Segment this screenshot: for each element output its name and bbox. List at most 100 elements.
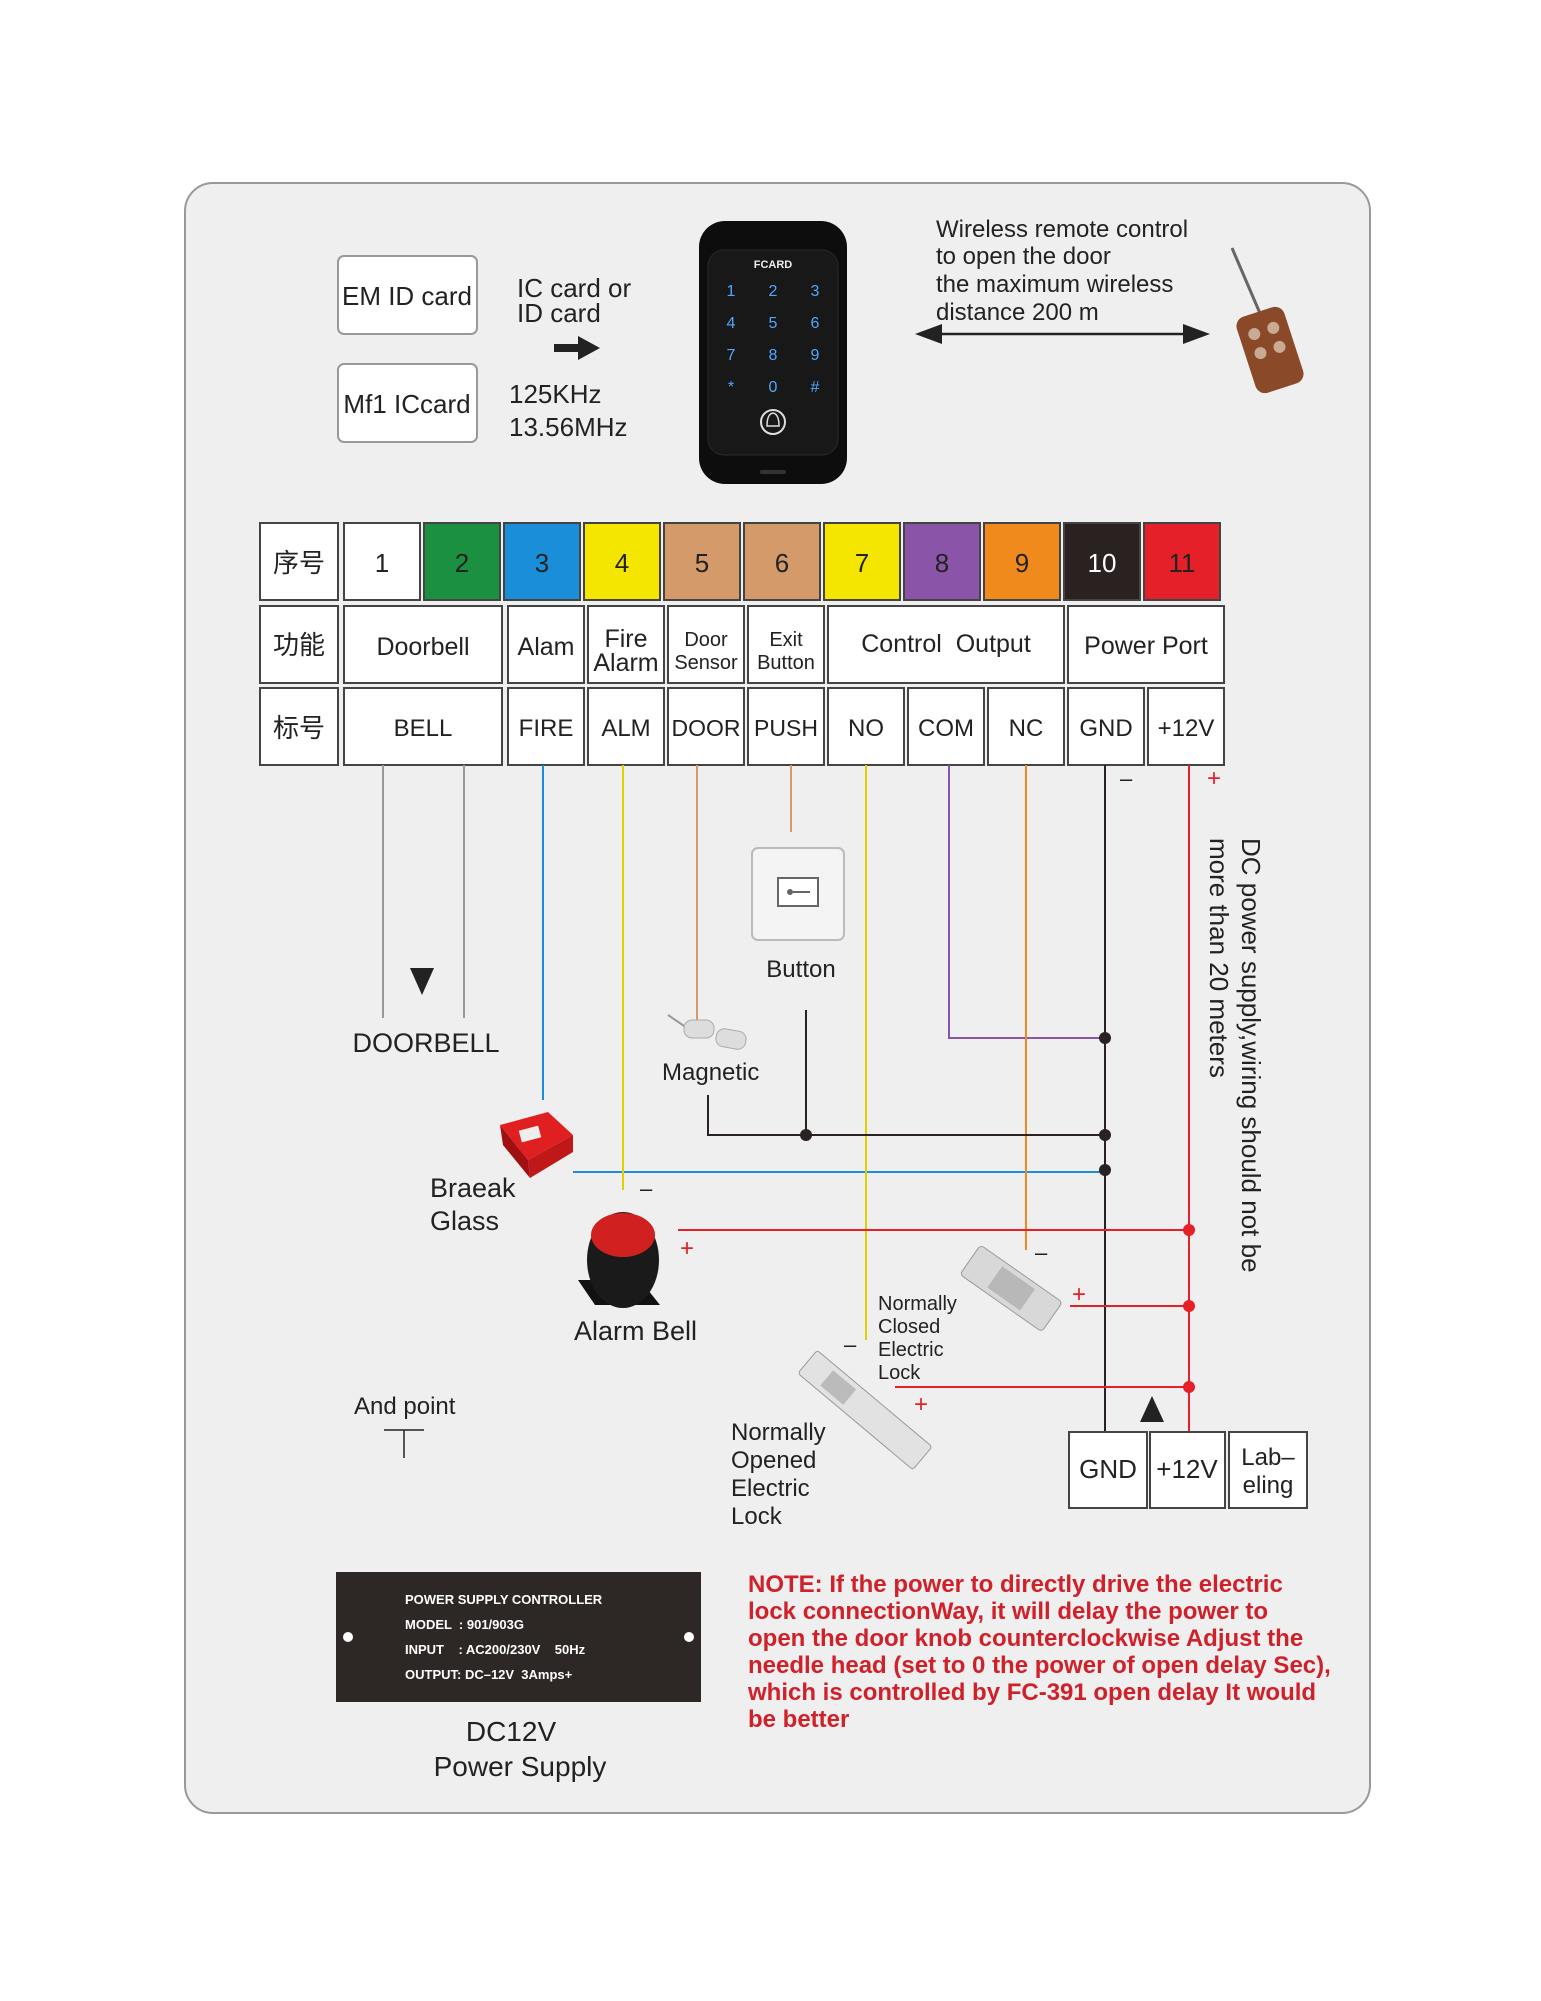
- number-cell-label: 9: [1015, 548, 1029, 578]
- number-cell-label: 10: [1088, 548, 1117, 578]
- row-header-number: 序号: [273, 549, 325, 579]
- alarm-bell-label: Alarm Bell: [574, 1316, 697, 1346]
- nc-lock-label-1: Normally: [878, 1293, 957, 1315]
- number-cell: [983, 522, 1061, 601]
- alarm-plus-sign: +: [680, 1235, 694, 1262]
- note-block: NOTE: If the power to directly drive the…: [747, 1571, 1331, 1733]
- number-cell-label: 4: [615, 548, 629, 578]
- no-lock-label-2: Opened: [731, 1447, 816, 1474]
- and-point-label: And point: [354, 1393, 456, 1420]
- v12-plus-sign: +: [1207, 765, 1221, 792]
- function-control-output: Control Output: [861, 630, 1031, 658]
- psu-plate-line-2: MODEL : 901/903G: [405, 1617, 524, 1632]
- keypad-key: 6: [811, 315, 820, 332]
- row-header-function: 功能: [273, 631, 325, 661]
- nc-lock-label-2: Closed: [878, 1316, 940, 1338]
- label-door: DOOR: [672, 715, 741, 741]
- exit-button-icon: [751, 847, 845, 941]
- keypad-key: 1: [727, 283, 736, 300]
- number-cell: [823, 522, 901, 601]
- keypad-key: *: [728, 379, 734, 396]
- wireless-text-4: distance 200 m: [936, 299, 1099, 326]
- and-point-symbol: [384, 1429, 424, 1458]
- psu-caption-1: DC12V: [466, 1716, 557, 1747]
- alarm-minus-sign: –: [640, 1176, 653, 1201]
- terminal-12v: +12V: [1156, 1454, 1218, 1484]
- function-fire-1: Fire: [604, 625, 647, 653]
- label-push: PUSH: [754, 715, 818, 741]
- right-arrow-icon: [554, 336, 600, 360]
- nc-lock-label-3: Electric: [878, 1339, 944, 1361]
- function-exit-1: Exit: [769, 629, 803, 651]
- em-id-card: EM ID card: [337, 255, 478, 335]
- break-glass-icon: [500, 1112, 573, 1178]
- bell-icon: [760, 409, 786, 435]
- keypad-key: 4: [727, 315, 736, 332]
- keypad-key: 0: [769, 379, 778, 396]
- label-gnd: GND: [1079, 715, 1132, 742]
- number-cell-label: 3: [535, 548, 549, 578]
- keypad-key: 2: [769, 283, 778, 300]
- dc-note-line-2: more than 20 meters: [1204, 838, 1234, 1078]
- number-cell-label: 6: [775, 548, 789, 578]
- terminal-labeling-1: Lab–: [1241, 1444, 1295, 1471]
- note-line-3: open the door knob counterclockwise Adju…: [748, 1625, 1303, 1652]
- nc-lock-label-4: Lock: [878, 1362, 921, 1384]
- nc-plus-sign: +: [1072, 1281, 1086, 1308]
- button-label: Button: [766, 956, 835, 983]
- gnd-minus-sign: –: [1120, 766, 1133, 791]
- keypad-key: 3: [811, 283, 820, 300]
- keypad-key: #: [811, 379, 820, 396]
- power-supply-plate: POWER SUPPLY CONTROLLER MODEL : 901/903G…: [336, 1572, 701, 1702]
- psu-caption-2: Power Supply: [434, 1751, 607, 1782]
- doorbell-label: DOORBELL: [352, 1028, 499, 1058]
- keypad-key: 8: [769, 347, 778, 364]
- label-com: COM: [918, 715, 974, 742]
- number-cell: [663, 522, 741, 601]
- remote-control-icon: [1230, 247, 1304, 394]
- function-alam: Alam: [518, 633, 575, 661]
- nc-minus-sign: –: [1035, 1240, 1048, 1265]
- number-cell-label: 8: [935, 548, 949, 578]
- no-lock-label-3: Electric: [731, 1475, 810, 1502]
- break-glass-label-1: Braeak: [430, 1173, 516, 1203]
- frequency-13-56mhz: 13.56MHz: [509, 412, 628, 442]
- no-minus-sign: –: [844, 1332, 857, 1357]
- magnetic-label: Magnetic: [662, 1059, 759, 1086]
- mf1-ic-card: Mf1 ICcard: [337, 363, 478, 443]
- function-fire-2: Alarm: [593, 649, 658, 677]
- number-cell-label: 1: [375, 548, 389, 578]
- function-power-port: Power Port: [1084, 632, 1208, 660]
- number-cell-label: 5: [695, 548, 709, 578]
- number-cell-label: 2: [455, 548, 469, 578]
- dc-power-note: DC power supply,wiring should not be mor…: [1204, 838, 1266, 1273]
- label-no: NO: [848, 715, 884, 742]
- up-arrow-icon: [1140, 1396, 1164, 1422]
- wireless-text-2: to open the door: [936, 243, 1111, 270]
- label-nc: NC: [1009, 715, 1044, 742]
- label-12v: +12V: [1158, 715, 1215, 742]
- number-cell: [903, 522, 981, 601]
- psu-plate-line-3: INPUT : AC200/230V 50Hz: [405, 1642, 586, 1657]
- number-cell-label: 7: [855, 548, 869, 578]
- wireless-text-3: the maximum wireless: [936, 271, 1173, 298]
- double-arrow-icon: [915, 324, 1210, 344]
- ic-card-label-2: ID card: [517, 298, 601, 328]
- alarm-bell-icon: [578, 1212, 660, 1308]
- terminal-block: GND +12V Lab– eling: [1068, 1431, 1308, 1509]
- no-electric-lock-icon: [798, 1351, 932, 1469]
- psu-plate-line-1: POWER SUPPLY CONTROLLER: [405, 1592, 603, 1607]
- keypad-brand: FCARD: [754, 259, 793, 271]
- magnetic-sensor-icon: [667, 1014, 747, 1050]
- number-cell: [503, 522, 581, 601]
- psu-plate-line-4: OUTPUT: DC–12V 3Amps+: [405, 1667, 573, 1682]
- label-fire: FIRE: [519, 715, 574, 742]
- em-id-card-label: EM ID card: [342, 281, 472, 311]
- no-plus-sign: +: [914, 1391, 928, 1418]
- label-bell: BELL: [394, 715, 453, 742]
- nc-electric-lock-icon: [960, 1246, 1062, 1331]
